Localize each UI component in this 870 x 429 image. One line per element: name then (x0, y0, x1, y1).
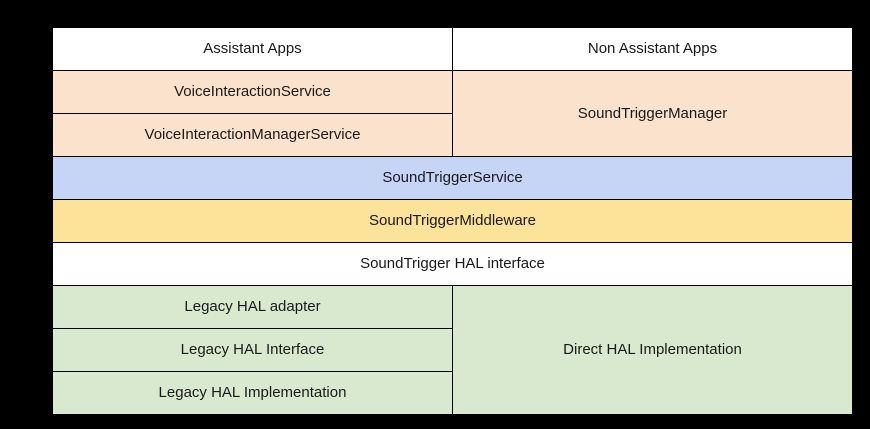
table-row-hal-interface: SoundTrigger HAL interface (52, 242, 853, 286)
cell-sound-trigger-service: SoundTriggerService (52, 156, 853, 200)
cell-sound-trigger-middleware: SoundTriggerMiddleware (52, 199, 853, 243)
cell-legacy-hal-interface: Legacy HAL Interface (52, 328, 453, 372)
cell-legacy-hal-implementation: Legacy HAL Implementation (52, 371, 453, 415)
column-header-non-assistant-apps: Non Assistant Apps (452, 27, 853, 71)
cell-legacy-hal-adapter: Legacy HAL adapter (52, 285, 453, 329)
table-row-sound-trigger-service: SoundTriggerService (52, 156, 853, 200)
table-row-legacy-hal-adapter: Legacy HAL adapter Direct HAL Implementa… (52, 285, 853, 415)
table-row-legacy-hal-interface: Legacy HAL Interface (52, 328, 853, 372)
table-row-voice-interaction-service: VoiceInteractionService SoundTriggerMana… (52, 70, 853, 157)
architecture-table: Assistant Apps Non Assistant Apps VoiceI… (52, 27, 853, 415)
column-header-assistant-apps: Assistant Apps (52, 27, 453, 71)
cell-voice-interaction-service: VoiceInteractionService (52, 70, 453, 114)
cell-sound-trigger-manager: SoundTriggerManager (452, 70, 853, 157)
table-row-headers: Assistant Apps Non Assistant Apps (52, 27, 853, 71)
cell-sound-trigger-hal-interface: SoundTrigger HAL interface (52, 242, 853, 286)
table-row-legacy-hal-implementation: Legacy HAL Implementation (52, 371, 853, 415)
table-row-voice-interaction-manager-service: VoiceInteractionManagerService (52, 113, 853, 157)
cell-voice-interaction-manager-service: VoiceInteractionManagerService (52, 113, 453, 157)
cell-direct-hal-implementation: Direct HAL Implementation (452, 285, 853, 415)
table-row-sound-trigger-middleware: SoundTriggerMiddleware (52, 199, 853, 243)
